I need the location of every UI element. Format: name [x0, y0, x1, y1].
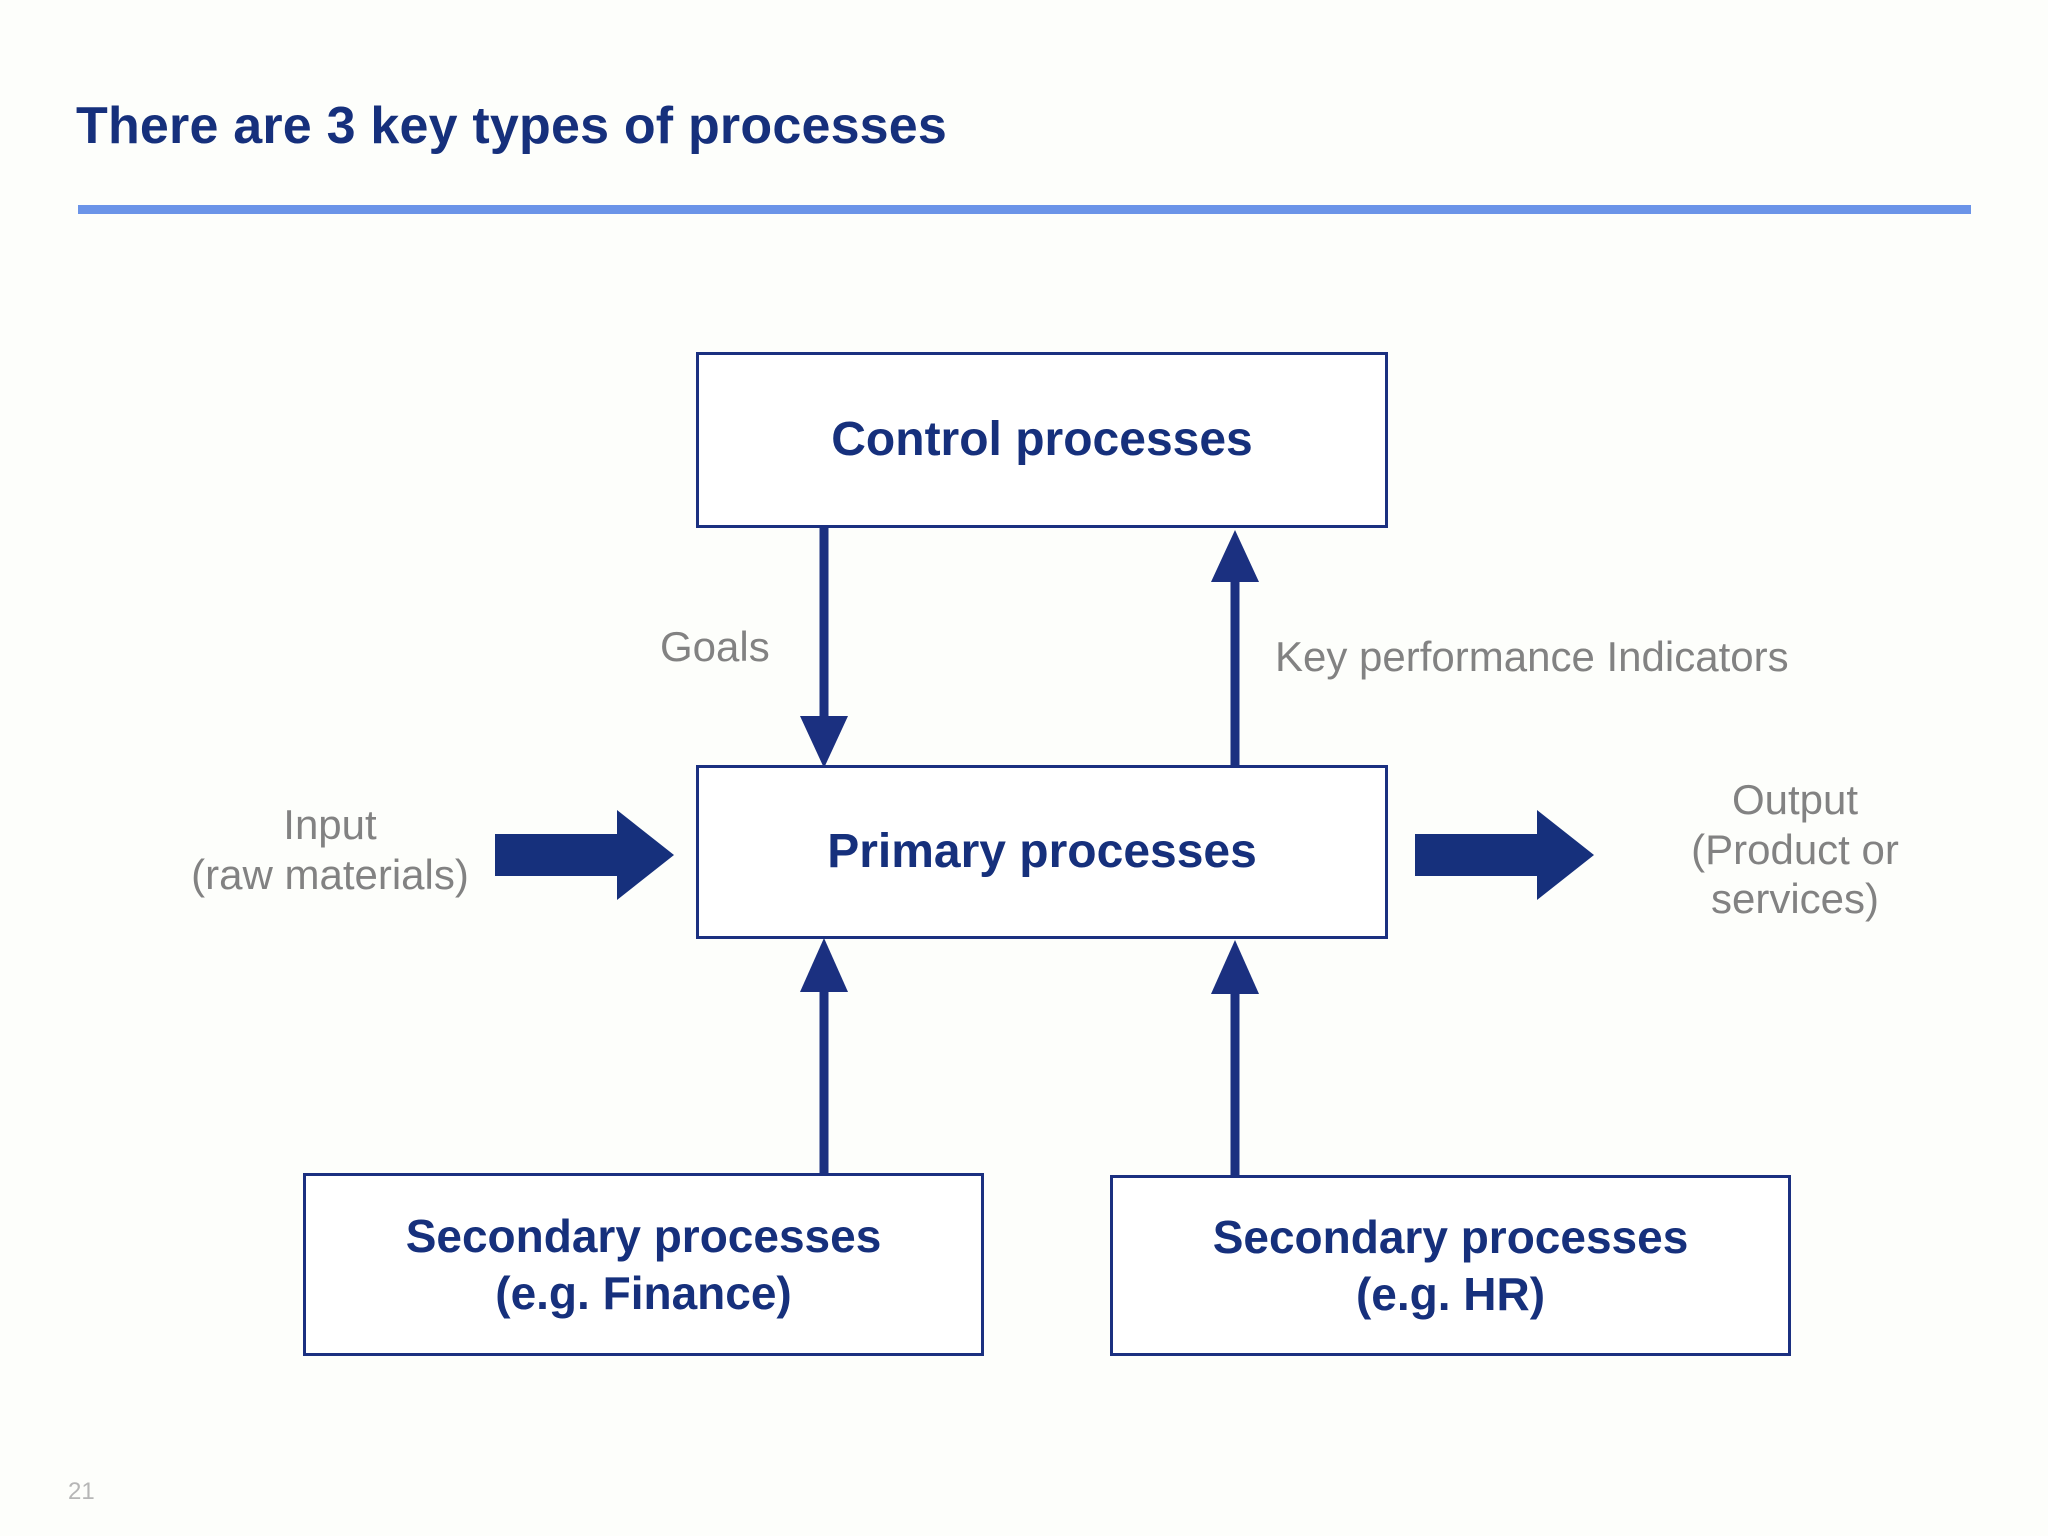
- arrow-kpi-up: [1211, 530, 1259, 765]
- box-primary-processes-label: Primary processes: [827, 824, 1257, 878]
- label-input-raw-materials: Input (raw materials): [191, 801, 469, 898]
- page-title: There are 3 key types of processes: [76, 97, 948, 155]
- box-control-processes-label: Control processes: [831, 412, 1253, 466]
- box-secondary-processes-hr-label: Secondary processes (e.g. HR): [1212, 1211, 1689, 1320]
- label-output-product-or-services: Output (Product or services): [1691, 776, 1899, 923]
- arrow-output-block: [1415, 810, 1594, 900]
- title-divider-rule: [78, 205, 1971, 214]
- arrow-hr-up: [1211, 940, 1259, 1175]
- box-secondary-processes-hr[interactable]: Secondary processes (e.g. HR): [1110, 1175, 1791, 1356]
- arrow-input-block: [495, 810, 674, 900]
- box-secondary-processes-finance[interactable]: Secondary processes (e.g. Finance): [303, 1173, 984, 1356]
- label-key-performance-indicators: Key performance Indicators: [1275, 633, 1789, 680]
- box-primary-processes[interactable]: Primary processes: [696, 765, 1388, 939]
- arrow-finance-up: [800, 938, 848, 1173]
- box-secondary-processes-finance-label: Secondary processes (e.g. Finance): [405, 1210, 882, 1319]
- page-number: 21: [68, 1478, 95, 1505]
- arrow-goals-down: [800, 528, 848, 768]
- box-control-processes[interactable]: Control processes: [696, 352, 1388, 528]
- label-goals: Goals: [660, 623, 770, 670]
